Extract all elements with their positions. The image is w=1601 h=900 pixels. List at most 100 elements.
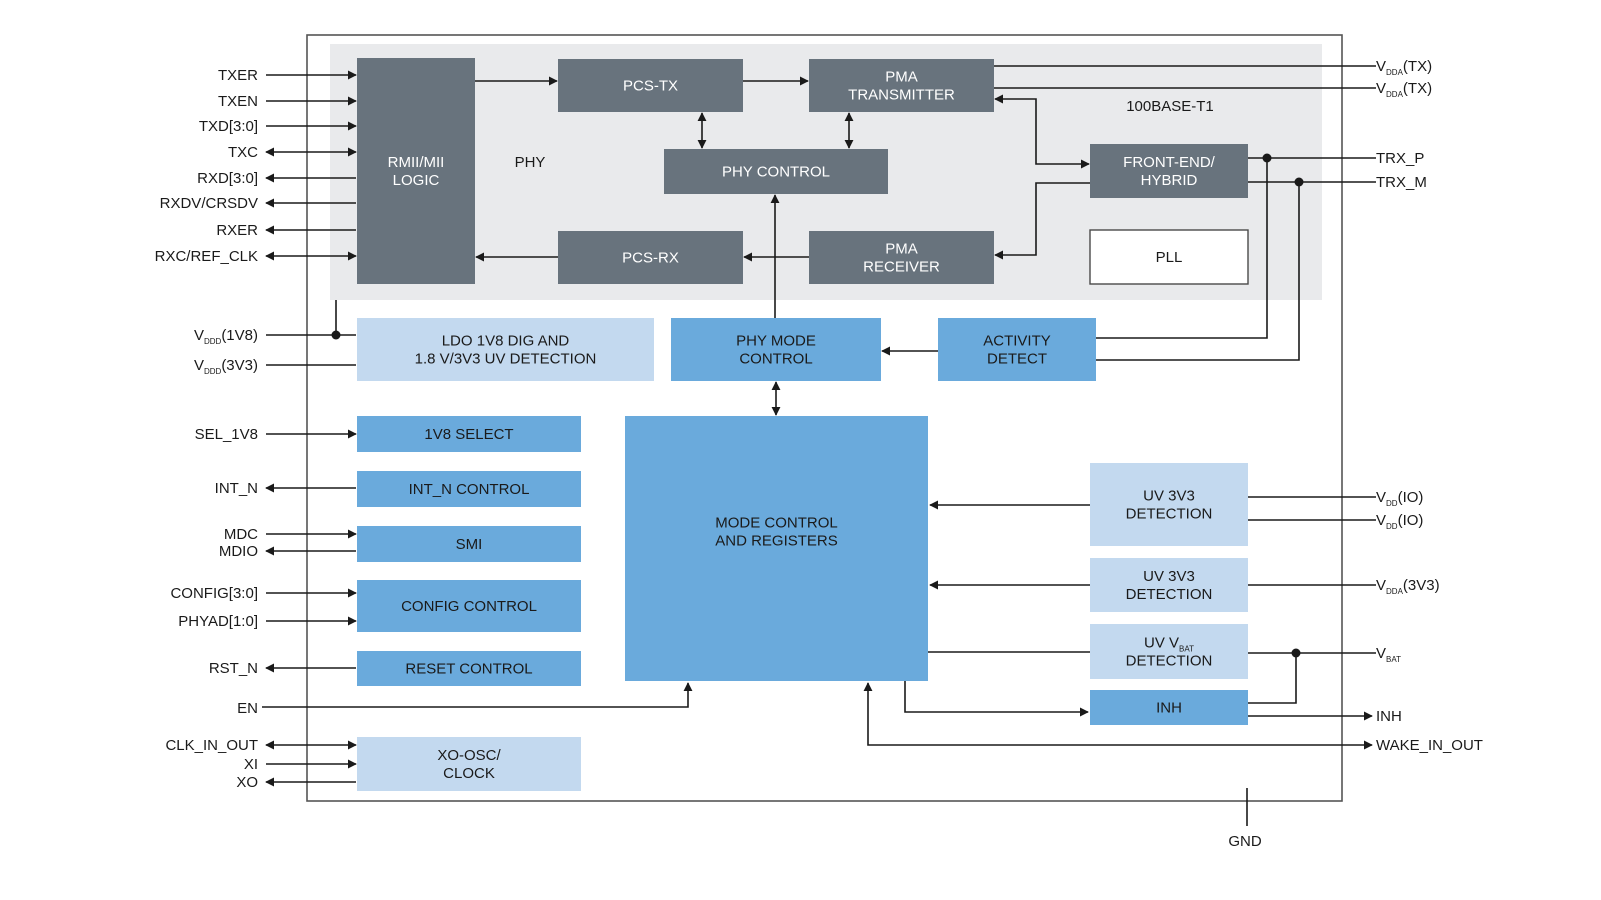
- wires: [262, 65, 1376, 826]
- wire-inh-vbat: [1248, 653, 1297, 704]
- block-pma-tx-label: PMA: [885, 69, 918, 86]
- block-pcs-tx: PCS-TX: [558, 59, 743, 112]
- pin-rxdv: RXDV/CRSDV: [160, 195, 356, 212]
- pin-rxc: RXC/REF_CLK: [155, 248, 357, 265]
- block-uv-bat-box: [1090, 624, 1248, 679]
- block-activity-label: DETECT: [987, 351, 1047, 368]
- pin-sel1v8-label: SEL_1V8: [195, 426, 258, 443]
- wire-trxm-activity: [1096, 182, 1300, 361]
- block-uv-dda-box: [1090, 558, 1248, 612]
- dot-trxm: [1294, 177, 1304, 187]
- pin-vdda3v3: VDDA(3V3): [1376, 577, 1440, 596]
- block-mode-ctrl-label: MODE CONTROL: [715, 515, 838, 532]
- block-uv-dda-label: DETECTION: [1126, 586, 1213, 603]
- block-config: CONFIG CONTROL: [357, 580, 581, 632]
- block-phy-control-box: [664, 149, 888, 194]
- pin-rxc-label: RXC/REF_CLK: [155, 248, 258, 265]
- pin-txd-label: TXD[3:0]: [199, 118, 258, 135]
- pin-config: CONFIG[3:0]: [170, 585, 357, 602]
- pin-vddio1: VDD(IO): [1376, 489, 1423, 508]
- block-uv-bat-label: DETECTION: [1126, 653, 1213, 670]
- pin-vddio2: VDD(IO): [1376, 512, 1423, 531]
- pin-xo-label: XO: [236, 774, 258, 791]
- block-uv-dda-label: UV 3V3: [1143, 568, 1195, 585]
- pin-mdio: MDIO: [219, 543, 356, 560]
- block-mode-ctrl-label: AND REGISTERS: [715, 533, 838, 550]
- pin-vddd3v3: VDDD(3V3): [194, 357, 356, 376]
- block-config-label: CONFIG CONTROL: [401, 598, 537, 615]
- block-phy-control: PHY CONTROL: [664, 149, 888, 194]
- pin-phyad-label: PHYAD[1:0]: [178, 613, 258, 630]
- block-ldo-label: LDO 1V8 DIG AND: [442, 333, 570, 350]
- block-xo-label: XO-OSC/: [437, 747, 501, 764]
- pin-rstn-label: RST_N: [209, 660, 258, 677]
- block-reset-label: RESET CONTROL: [405, 661, 532, 678]
- block-inh-box: [1090, 690, 1248, 725]
- pin-txc: TXC: [228, 144, 357, 161]
- standard-label: 100BASE-T1: [1126, 98, 1214, 115]
- block-pcs-tx-box: [558, 59, 743, 112]
- block-pcs-tx-label: PCS-TX: [623, 78, 678, 95]
- pin-vddatx2: VDDA(TX): [1376, 80, 1432, 99]
- block-uv-io-box: [1090, 463, 1248, 546]
- chip-outline: [306, 34, 1343, 802]
- block-reset-box: [357, 651, 581, 686]
- pin-rstn: RST_N: [209, 660, 356, 677]
- pin-rxd: RXD[3:0]: [197, 170, 356, 187]
- block-front-end: FRONT-END/HYBRID: [1090, 144, 1248, 198]
- block-pma-rx-label: RECEIVER: [863, 259, 940, 276]
- wire-trxp-activity: [1096, 158, 1268, 339]
- pin-config-label: CONFIG[3:0]: [170, 585, 258, 602]
- pin-xo: XO: [236, 774, 356, 791]
- block-intn-label: INT_N CONTROL: [409, 481, 530, 498]
- pin-inh: INH: [1376, 708, 1402, 725]
- block-pma-tx-box: [809, 59, 994, 112]
- block-front-end-label: HYBRID: [1141, 172, 1198, 189]
- block-sel1v8-label: 1V8 SELECT: [424, 426, 513, 443]
- block-xo-label: CLOCK: [443, 765, 495, 782]
- block-pll: PLL: [1089, 229, 1249, 285]
- pin-vddd3v3-label: VDDD(3V3): [194, 357, 258, 376]
- block-intn: INT_N CONTROL: [357, 471, 581, 507]
- pin-intn: INT_N: [215, 480, 356, 497]
- block-pcs-rx-label: PCS-RX: [622, 250, 679, 267]
- pins: TXERTXENTXD[3:0]TXCRXD[3:0]RXDV/CRSDVRXE…: [155, 58, 1483, 791]
- block-inh: INH: [1090, 690, 1248, 725]
- block-uv-io-label: DETECTION: [1126, 506, 1213, 523]
- block-rmii-label: LOGIC: [393, 172, 440, 189]
- block-intn-box: [357, 471, 581, 507]
- block-smi-label: SMI: [456, 536, 483, 553]
- dot-vddd1v8: [331, 330, 341, 340]
- pin-vddd1v8: VDDD(1V8): [194, 327, 356, 346]
- junction-dots: [331, 153, 1304, 658]
- block-ldo-box: [357, 318, 654, 381]
- pin-txc-label: TXC: [228, 144, 258, 161]
- pin-clkinout: CLK_IN_OUT: [165, 737, 357, 754]
- block-rmii-label: RMII/MII: [388, 154, 445, 171]
- pin-rxdv-label: RXDV/CRSDV: [160, 195, 258, 212]
- block-pll-box: [1089, 229, 1249, 285]
- block-pma-tx-label: TRANSMITTER: [848, 87, 955, 104]
- dot-trxp: [1262, 153, 1272, 163]
- pin-txen: TXEN: [218, 93, 357, 110]
- block-rmii-box: [357, 58, 475, 284]
- block-phy-control-label: PHY CONTROL: [722, 164, 830, 181]
- pin-mdio-label: MDIO: [219, 543, 258, 560]
- pin-rxd-label: RXD[3:0]: [197, 170, 258, 187]
- pin-txer-label: TXER: [218, 67, 258, 84]
- pin-en: EN: [237, 700, 258, 717]
- pin-en-label: EN: [237, 700, 258, 717]
- wire-wake: [863, 682, 1373, 750]
- block-inh-label: INH: [1156, 700, 1182, 717]
- block-ldo-label: 1.8 V/3V3 UV DETECTION: [415, 351, 597, 368]
- pin-mdc-label: MDC: [224, 526, 258, 543]
